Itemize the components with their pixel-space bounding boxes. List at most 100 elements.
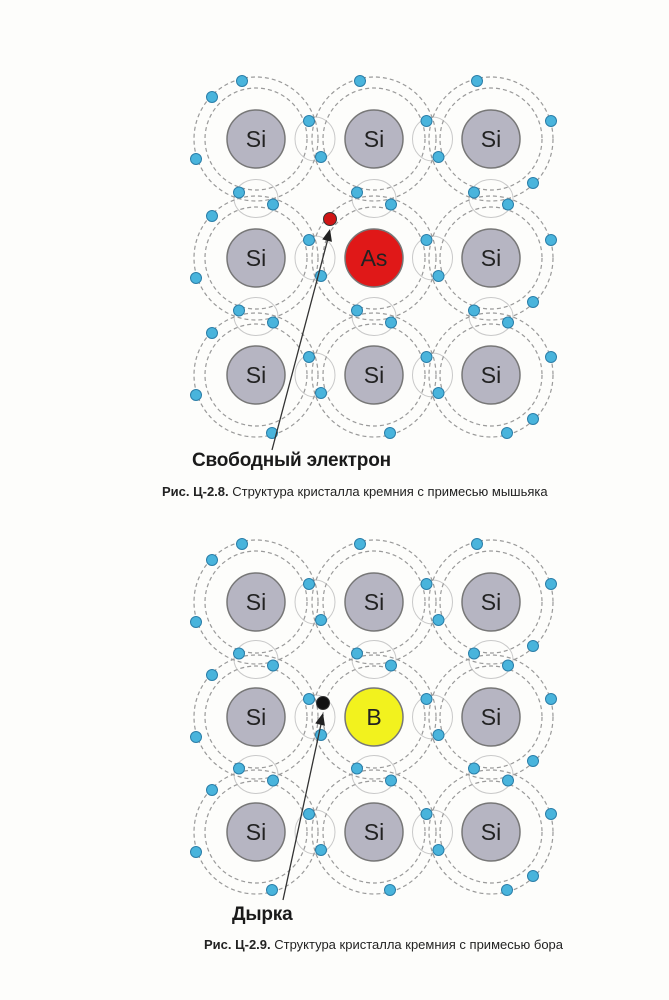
valence-electron <box>206 327 218 339</box>
outer-shell <box>193 76 319 202</box>
covalent-bond <box>294 116 336 162</box>
valence-electron <box>351 186 363 199</box>
valence-electron <box>354 538 366 550</box>
outer-shell <box>311 654 437 780</box>
outer-shell <box>311 312 437 438</box>
valence-electron <box>190 272 202 284</box>
covalent-bond <box>412 694 453 740</box>
valence-electron <box>527 296 539 308</box>
inner-shell <box>204 206 308 310</box>
valence-electron <box>502 659 514 672</box>
inner-shell <box>322 323 426 427</box>
outer-shell <box>193 654 319 780</box>
covalent-bond <box>468 297 514 336</box>
covalent-bond <box>412 352 453 398</box>
covalent-bond <box>233 179 279 218</box>
valence-electron <box>266 427 278 439</box>
covalent-bond <box>351 640 397 679</box>
valence-electron <box>206 784 218 796</box>
inner-shell <box>439 665 543 769</box>
valence-electron <box>236 75 248 87</box>
covalent-bond <box>468 755 514 794</box>
silicon-nucleus <box>461 109 521 169</box>
silicon-nucleus <box>461 345 521 405</box>
hole-marker <box>282 696 330 901</box>
valence-electrons <box>190 75 557 439</box>
inner-shell <box>439 87 543 191</box>
valence-electron <box>190 616 202 628</box>
outer-shell <box>428 654 554 780</box>
inner-shell <box>439 780 543 884</box>
hole-dot <box>316 696 330 710</box>
inner-shell <box>204 550 308 654</box>
valence-electron <box>502 316 514 329</box>
electron-shells <box>193 76 554 438</box>
pointer-line <box>282 714 324 901</box>
valence-electron <box>315 614 327 626</box>
silicon-nucleus <box>461 572 521 632</box>
valence-electron <box>206 669 218 681</box>
impurity-label: As <box>361 245 388 271</box>
valence-electron <box>527 870 539 882</box>
inner-shell <box>204 323 308 427</box>
covalent-bond <box>468 179 514 218</box>
valence-electron <box>267 316 279 329</box>
outer-shell <box>193 769 319 895</box>
valence-electron <box>420 234 433 246</box>
free-electron-dot <box>323 212 337 226</box>
outer-shell <box>311 769 437 895</box>
valence-electron <box>468 304 480 317</box>
valence-electron <box>303 693 315 705</box>
silicon-nucleus <box>226 802 286 862</box>
valence-electron <box>545 234 557 246</box>
silicon-label: Si <box>246 245 266 271</box>
covalent-bond <box>351 755 397 794</box>
valence-electron <box>206 210 218 222</box>
outer-shell <box>428 195 554 321</box>
silicon-nucleus <box>344 345 404 405</box>
valence-electron <box>420 578 433 590</box>
figure-caption: Рис. Ц-2.8. Структура кристалла кремния … <box>162 484 548 499</box>
silicon-label: Si <box>364 126 384 152</box>
outer-shell <box>311 195 437 321</box>
valence-electron <box>351 647 363 660</box>
silicon-nucleus <box>226 228 286 288</box>
valence-electron <box>468 186 480 199</box>
silicon-label: Si <box>246 589 266 615</box>
valence-electron <box>432 387 445 399</box>
inner-shell <box>322 550 426 654</box>
valence-electron <box>267 659 279 672</box>
silicon-label: Si <box>481 704 501 730</box>
outer-shell <box>193 195 319 321</box>
valence-electron <box>351 762 363 775</box>
silicon-label: Si <box>246 126 266 152</box>
silicon-nucleus <box>344 572 404 632</box>
covalent-bond <box>468 640 514 679</box>
covalent-bond <box>351 179 397 218</box>
valence-electron <box>420 693 433 705</box>
figure-caption: Рис. Ц-2.9. Структура кристалла кремния … <box>204 937 563 952</box>
valence-electron <box>432 151 445 163</box>
valence-electron <box>233 762 245 775</box>
valence-electron <box>420 351 433 363</box>
valence-electron <box>545 115 557 127</box>
valence-electron <box>303 234 315 246</box>
outer-shell <box>428 769 554 895</box>
valence-electron <box>190 731 202 743</box>
inner-shell <box>439 323 543 427</box>
valence-electron <box>385 198 397 211</box>
valence-electron <box>190 153 202 165</box>
silicon-label: Si <box>481 589 501 615</box>
silicon-nucleus <box>344 109 404 169</box>
valence-electron <box>545 351 557 363</box>
valence-electron <box>545 578 557 590</box>
valence-electrons <box>190 538 557 896</box>
figure-number: Рис. Ц-2.8. <box>162 484 229 499</box>
silicon-label: Si <box>364 362 384 388</box>
silicon-nucleus <box>461 687 521 747</box>
